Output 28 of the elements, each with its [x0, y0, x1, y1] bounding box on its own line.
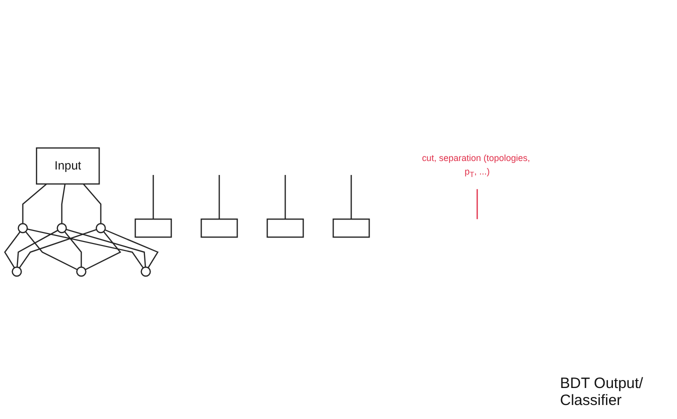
node-text: cut, separation (topologies, p$_{T}$, ...) — [422, 153, 530, 179]
connector — [16, 230, 58, 268]
node-circle — [56, 223, 67, 234]
node-box — [200, 218, 238, 238]
connector — [27, 228, 144, 268]
node-box: Input — [36, 147, 100, 185]
connector — [22, 184, 47, 224]
node-box — [332, 218, 370, 238]
connector — [18, 229, 97, 268]
connector — [284, 175, 286, 220]
node-circle — [12, 266, 22, 277]
node-circle — [140, 266, 151, 277]
connector — [61, 184, 66, 224]
output-label: BDT Output/ Classifier — [560, 375, 644, 409]
connector — [66, 228, 146, 268]
node-box — [134, 218, 172, 238]
connector — [152, 175, 154, 220]
connector — [82, 184, 102, 224]
connector — [104, 229, 159, 268]
node-circle — [96, 223, 106, 234]
connector — [218, 175, 220, 220]
connector — [476, 189, 478, 220]
node-box — [266, 218, 304, 238]
connector — [64, 231, 82, 268]
connector — [350, 175, 352, 220]
node-circle — [18, 223, 28, 234]
connector — [25, 231, 78, 270]
node-circle — [76, 266, 86, 277]
